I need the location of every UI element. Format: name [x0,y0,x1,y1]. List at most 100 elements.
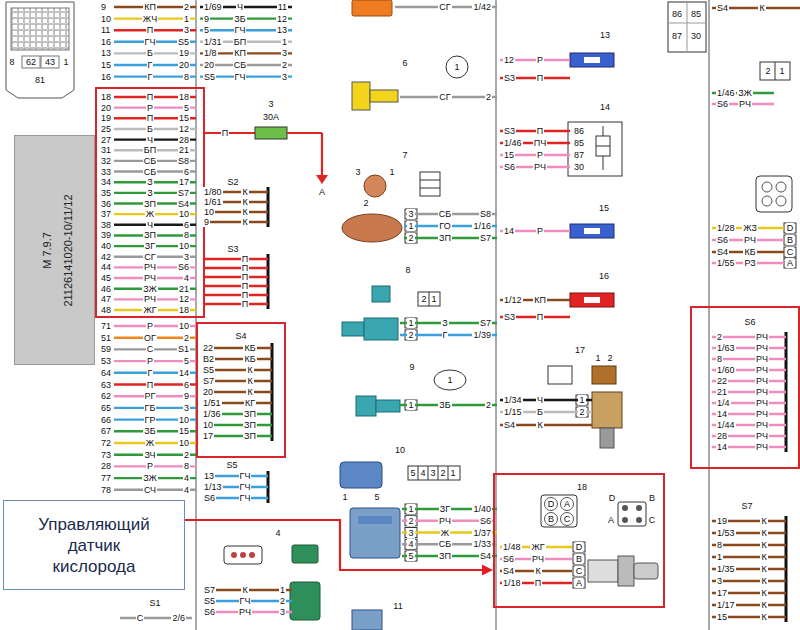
pin-label: 30 [691,31,701,41]
pin-label: 8 [9,57,14,67]
wire-label: 1/31 [203,37,223,47]
wire-label: 1/17 [716,600,736,610]
wire-label: 18 [178,92,190,102]
wire-label: Б [146,48,154,58]
wire-label: 66 [100,415,112,425]
wire-label: 42 [100,252,112,262]
pin-label: S5 [226,460,237,470]
wire-label: Ч [146,220,154,230]
wire-label: S3 [503,73,516,83]
wire-label: 67 [100,426,112,436]
wire-label: Р [146,356,154,366]
wire-label: РЧ [755,398,769,408]
wire-label: ЗГ [144,241,156,251]
wire-label: 2 [485,400,492,410]
wire-label: 1/34 [503,395,523,405]
wire-label: РЧ [755,354,769,364]
component-4 [224,545,320,620]
wire-label: 44 [100,262,112,272]
pin-label: 62 [26,57,36,67]
wire-label: К [760,528,767,538]
wire-label: СБ [143,156,157,166]
wire-label: СГ [143,252,156,262]
pin-label: 2 [421,294,426,304]
wire-label: 1/12 [503,295,523,305]
wire-label: РЧ [755,365,769,375]
wire-label: A [786,258,794,268]
block-title: M 7.9.7 [41,232,54,269]
wire-label: 9 [100,2,107,12]
wire-label: 3 [183,403,190,413]
wire-label: ЗГ [439,504,451,514]
wire-label: 45 [100,273,112,283]
pin-label: 7 [402,150,407,160]
wire-label: S7 [203,585,216,595]
wire-label: 10 [203,207,215,217]
wire-label: Р [536,226,544,236]
wire-label: 17 [202,431,214,441]
wire-label: S6 [203,493,216,503]
pin-label: 3 [430,468,435,478]
wire-label: 1/80 [203,187,223,197]
wire [205,267,268,269]
wire-label: S6 [716,235,729,245]
pin-label: D [609,493,616,503]
callout-text: Управляющий датчик кислорода [24,514,164,577]
wire-label: A [575,578,583,588]
wire-label: 18 [100,92,112,102]
wire-label: 22 [716,376,728,386]
wire-label: C [575,566,584,576]
wire-label: ЗБ [233,14,246,24]
pin-label: 18 [577,482,587,492]
wire-label: 1/55 [716,258,736,268]
wire-label: ГО [438,221,451,231]
ecu-connector-icon [6,2,74,98]
pin-label: 16 [599,271,609,281]
wire-label: РЧ [755,332,769,342]
wire-label: 2 [407,516,414,526]
wire-label: ГЧ [239,493,252,503]
wire-label: ЗЖ [737,88,753,98]
wire-label: КБ [743,247,756,257]
wire-label: 20 [178,60,190,70]
wire-label: 35 [100,188,112,198]
wire-label: ЗП [243,420,257,430]
wire-label: К [760,588,767,598]
wire-label: З [146,188,153,198]
wire-label: S4 [716,3,729,13]
wire-label: S7 [202,376,215,386]
wire-label: Г [147,60,154,70]
wire-label: Р [146,103,154,113]
column-separator [196,0,709,630]
wire-label: КБ [243,343,256,353]
wire-label: 12 [178,294,190,304]
wire-label: В2 [202,354,215,364]
wire-label: 1 [281,37,288,47]
wire-label: 72 [100,438,112,448]
wire-label: Ж [440,528,450,538]
pin-label: C [564,514,571,524]
wire-label: 3 [281,48,288,58]
wire-label: ГЧ [144,37,157,47]
pin-label: 17 [575,345,585,355]
wire-label: 48 [100,305,112,315]
pin-label: 1 [779,66,784,76]
component-7 [342,172,440,242]
wire-label: СЧ [143,485,157,495]
pin-label: 30А [263,112,279,122]
ecu-block: M 7.9.721126141020-10/11/12 [14,135,95,365]
wire-label: РЧ [738,99,752,109]
wire-label: 6 [183,380,190,390]
wire-label: 39 [100,230,112,240]
wire-label: 15 [503,150,515,160]
pin-label: 10 [395,445,405,455]
wire-label: РЧ [755,409,769,419]
wire-label: 1/37 [472,528,492,538]
wire-label: 2/6 [171,613,186,623]
wire-label: 1 [407,221,414,231]
wire-label: Б [146,124,154,134]
wire-label: ЗП [243,431,257,441]
wire-label: 9 [183,391,190,401]
wire-label: 10 [178,209,190,219]
wire-label: 1/40 [472,504,492,514]
